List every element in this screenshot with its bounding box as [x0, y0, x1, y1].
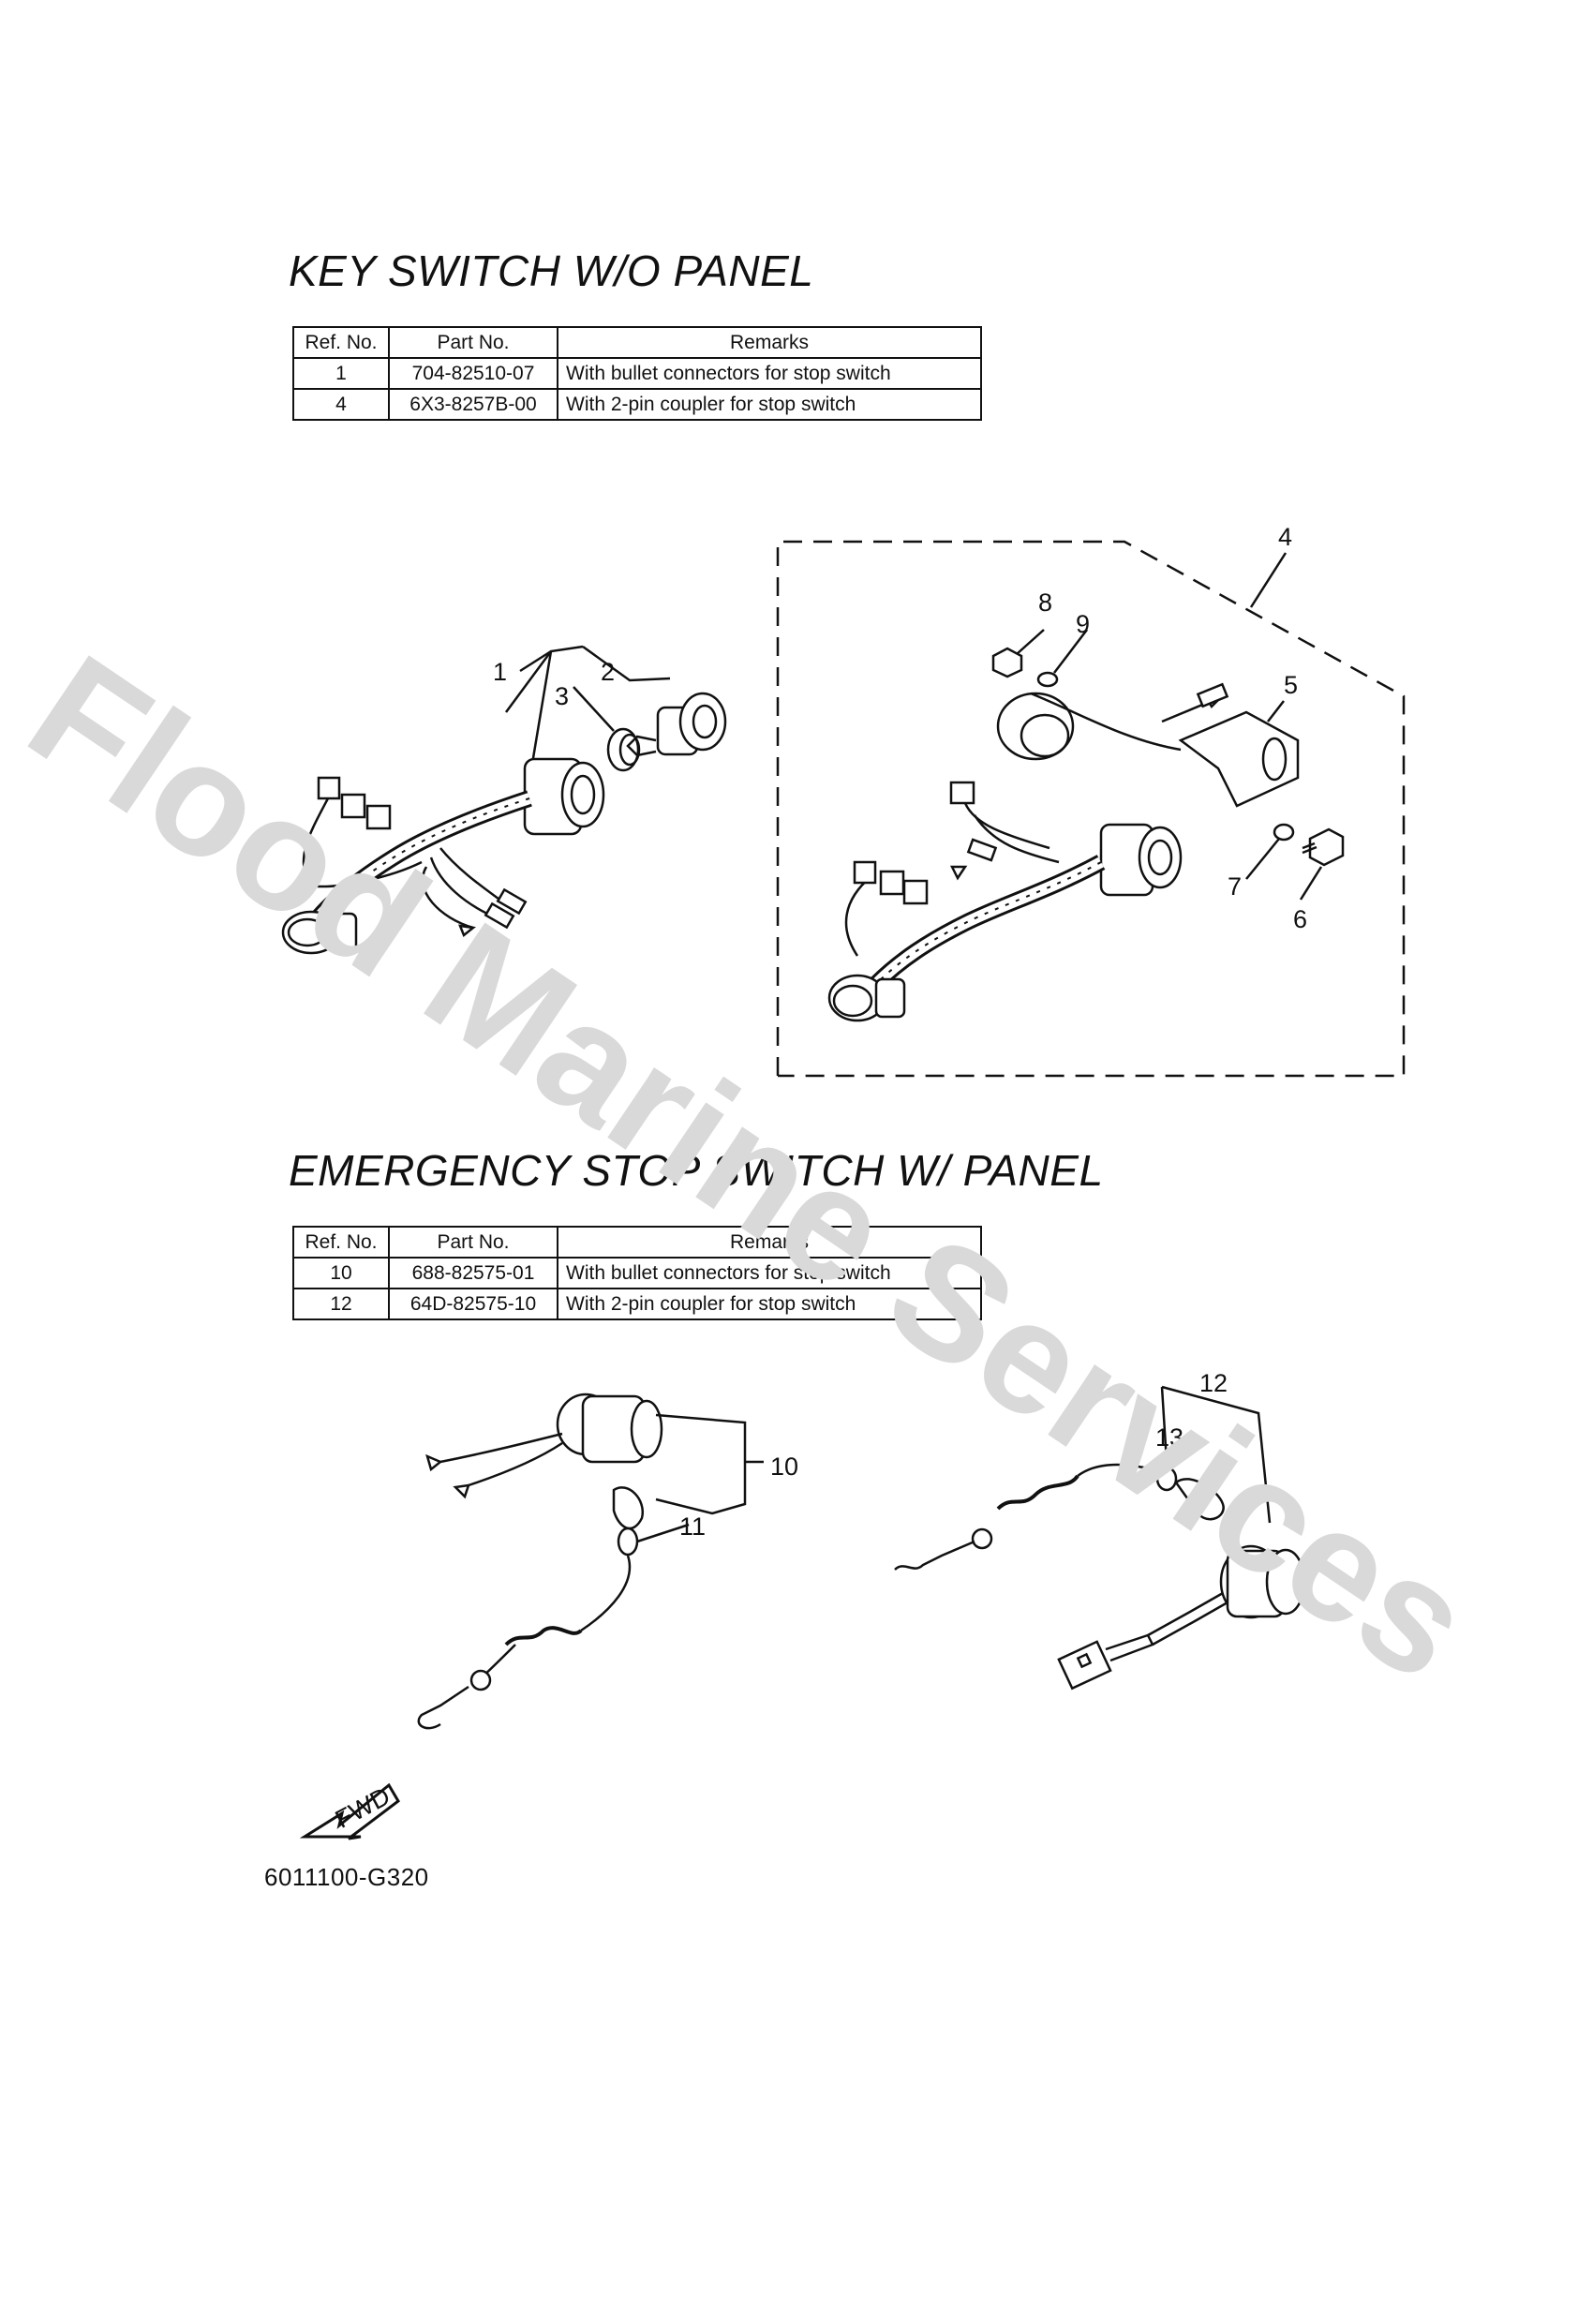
- callout-7: 7: [1228, 872, 1242, 901]
- col-ref-no: Ref. No.: [292, 1226, 390, 1259]
- callout-6: 6: [1293, 905, 1307, 933]
- callout-1: 1: [493, 658, 507, 686]
- callout-9: 9: [1076, 610, 1090, 638]
- callout-10: 10: [770, 1452, 798, 1481]
- parts-table-emergency-stop: Ref. No. Part No. Remarks 10 688-82575-0…: [292, 1226, 982, 1320]
- section-title-key-switch: KEY SWITCH W/O PANEL: [289, 246, 814, 295]
- remarks-cell: With 2-pin coupler for stop switch: [557, 1288, 982, 1320]
- table-row: 1 704-82510-07 With bullet connectors fo…: [292, 357, 982, 390]
- callout-2: 2: [601, 658, 615, 686]
- diagram-code: 6011100-G320: [264, 1863, 429, 1891]
- key-switch-harness-assembly: [281, 645, 727, 955]
- callout-4: 4: [1278, 523, 1292, 551]
- part-no-cell: 688-82575-01: [388, 1257, 558, 1289]
- panel-assembly: [776, 540, 1406, 1078]
- ref-no-cell: 1: [292, 357, 390, 390]
- callout-8: 8: [1038, 588, 1052, 617]
- table-header-row: Ref. No. Part No. Remarks: [292, 326, 982, 359]
- callout-5: 5: [1284, 671, 1298, 699]
- part-no-cell: 64D-82575-10: [388, 1288, 558, 1320]
- table-row: 10 688-82575-01 With bullet connectors f…: [292, 1257, 982, 1289]
- ref-no-cell: 4: [292, 388, 390, 421]
- part-no-cell: 6X3-8257B-00: [388, 388, 558, 421]
- col-part-no: Part No.: [388, 326, 558, 359]
- col-ref-no: Ref. No.: [292, 326, 390, 359]
- ref-no-cell: 10: [292, 1257, 390, 1289]
- part-no-cell: 704-82510-07: [388, 357, 558, 390]
- remarks-cell: With bullet connectors for stop switch: [557, 1257, 982, 1289]
- col-part-no: Part No.: [388, 1226, 558, 1259]
- col-remarks: Remarks: [557, 1226, 982, 1259]
- callout-12: 12: [1199, 1369, 1228, 1397]
- table-row: 12 64D-82575-10 With 2-pin coupler for s…: [292, 1288, 982, 1320]
- parts-table-key-switch: Ref. No. Part No. Remarks 1 704-82510-07…: [292, 326, 982, 421]
- stop-switch-coupler-assembly: [894, 1385, 1306, 1691]
- ref-no-cell: 12: [292, 1288, 390, 1320]
- col-remarks: Remarks: [557, 326, 982, 359]
- callout-11: 11: [679, 1512, 706, 1541]
- remarks-cell: With 2-pin coupler for stop switch: [557, 388, 982, 421]
- section-title-emergency-stop: EMERGENCY STOP SWITCH W/ PANEL: [289, 1146, 1104, 1195]
- table-row: 4 6X3-8257B-00 With 2-pin coupler for st…: [292, 388, 982, 421]
- callout-3: 3: [555, 682, 569, 710]
- table-header-row: Ref. No. Part No. Remarks: [292, 1226, 982, 1259]
- fwd-arrow-icon: [299, 1782, 400, 1840]
- stop-switch-bullet-assembly: [417, 1393, 764, 1730]
- callout-13: 13: [1155, 1423, 1184, 1452]
- remarks-cell: With bullet connectors for stop switch: [557, 357, 982, 390]
